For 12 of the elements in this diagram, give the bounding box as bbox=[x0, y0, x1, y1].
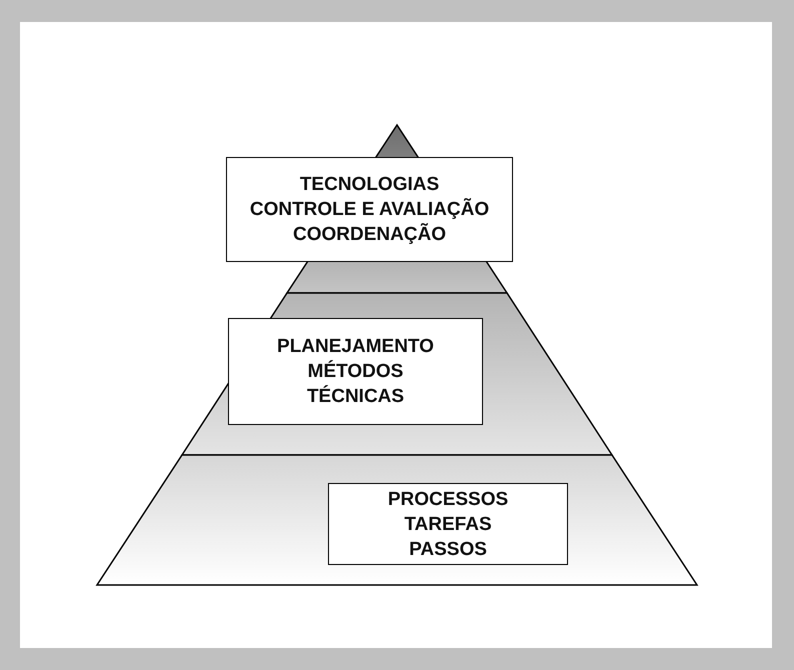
tier-label: PROCESSOS bbox=[388, 488, 508, 512]
label-box bbox=[228, 318, 483, 425]
label-box bbox=[226, 157, 513, 262]
tier-label: COORDENAÇÃO bbox=[292, 222, 446, 247]
tier-label: PLANEJAMENTO bbox=[277, 335, 434, 359]
tier-label: TÉCNICAS bbox=[306, 384, 404, 409]
tier-label: TAREFAS bbox=[404, 512, 492, 536]
tier-label: CONTROLE E AVALIAÇÃO bbox=[250, 197, 490, 222]
label-box bbox=[328, 483, 568, 565]
tier-label: TECNOLOGIAS bbox=[300, 173, 440, 197]
tier-label: MÉTODOS bbox=[308, 359, 404, 384]
tier-label: PASSOS bbox=[409, 538, 487, 562]
